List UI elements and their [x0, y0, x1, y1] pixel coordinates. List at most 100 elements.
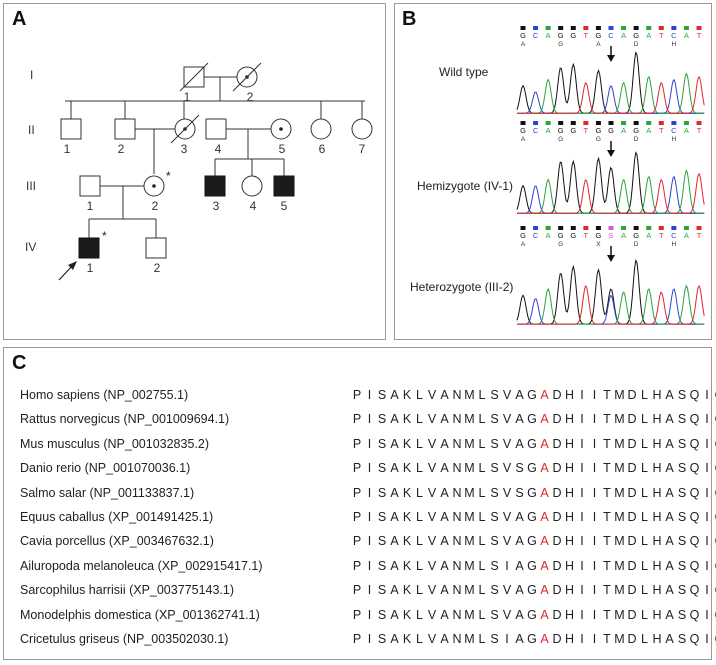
- residue: D: [552, 388, 562, 402]
- residue: Q: [689, 412, 700, 427]
- residue: L: [641, 632, 648, 646]
- residue: Q: [689, 558, 700, 573]
- highlighted-residue: A: [540, 485, 549, 500]
- base-color-bar: [633, 26, 639, 30]
- residue: S: [677, 461, 687, 476]
- residue: A: [440, 412, 449, 427]
- base-letter: G: [608, 126, 614, 135]
- pedigree-id-I-2: 2: [247, 90, 254, 104]
- species-name: Sarcophilus harrisii (XP_003775143.1): [20, 583, 235, 598]
- base-color-bar: [545, 226, 551, 230]
- base-color-bar: [696, 226, 702, 230]
- residue: L: [416, 583, 423, 598]
- residue: V: [502, 485, 512, 500]
- residue: A: [665, 485, 674, 500]
- residue: I: [367, 607, 372, 622]
- residue: G: [527, 485, 537, 500]
- highlighted-residue: A: [540, 607, 549, 622]
- residue: L: [478, 534, 486, 549]
- residue: S: [490, 485, 499, 500]
- base-color-bar: [558, 226, 564, 230]
- species-name: Equus caballus (XP_001491425.1): [20, 510, 214, 524]
- residue: M: [464, 510, 475, 524]
- residue: S: [377, 412, 387, 427]
- residue: A: [440, 461, 449, 476]
- residue: D: [627, 607, 637, 622]
- pedigree-individual-III-2: [143, 175, 165, 197]
- residue: H: [564, 632, 575, 646]
- residue: Q: [689, 485, 700, 500]
- base-letter: G: [633, 231, 639, 240]
- base-color-bar: [633, 226, 639, 230]
- residue: I: [592, 436, 597, 451]
- residue: L: [641, 436, 648, 451]
- base-letter: T: [584, 126, 589, 135]
- chromatogram-trace: [517, 72, 705, 114]
- residue: H: [652, 534, 662, 549]
- residue: V: [502, 583, 512, 598]
- residue: A: [515, 388, 524, 402]
- residue: V: [427, 461, 437, 476]
- residue: S: [677, 607, 687, 622]
- residue: H: [652, 583, 662, 598]
- pedigree-id-III-2: 2: [152, 199, 159, 213]
- residue: I: [367, 583, 372, 598]
- residue: V: [502, 510, 512, 524]
- base-color-bar: [570, 121, 576, 125]
- residue: D: [552, 534, 562, 549]
- residue: D: [627, 534, 637, 549]
- residue: T: [603, 485, 611, 500]
- amino-acid-letter: H: [672, 136, 677, 143]
- residue: P: [352, 412, 362, 427]
- residue: L: [478, 412, 486, 427]
- residue: D: [627, 461, 637, 476]
- residue: L: [641, 558, 648, 573]
- base-letter: A: [546, 126, 551, 135]
- residue: L: [416, 632, 423, 646]
- residue: Q: [689, 583, 700, 598]
- residue: S: [677, 436, 687, 451]
- residue: I: [367, 436, 372, 451]
- chromatogram-trace: [517, 284, 705, 325]
- residue: K: [402, 607, 412, 622]
- generation-label-IV: IV: [25, 240, 36, 254]
- residue: A: [390, 632, 399, 646]
- base-letter: G: [520, 126, 526, 135]
- residue: H: [564, 485, 575, 500]
- residue: A: [515, 510, 524, 524]
- residue: S: [490, 412, 499, 427]
- residue: I: [580, 583, 584, 598]
- residue: H: [564, 558, 575, 573]
- generation-label-II: II: [28, 123, 35, 137]
- species-name: Mus musculus (NP_001032835.2): [20, 436, 209, 451]
- residue: H: [652, 632, 662, 646]
- residue: A: [440, 583, 449, 598]
- residue: A: [665, 583, 674, 598]
- species-name: Rattus norvegicus (NP_001009694.1): [20, 412, 230, 427]
- residue: A: [390, 412, 399, 427]
- residue: I: [367, 412, 372, 427]
- base-letter: C: [533, 126, 539, 135]
- residue: G: [527, 607, 537, 622]
- chromatogram-trace: [516, 258, 705, 325]
- residue: P: [352, 485, 362, 500]
- base-letter: G: [520, 31, 526, 40]
- residue: S: [377, 632, 387, 646]
- residue: L: [641, 607, 648, 622]
- residue: G: [527, 583, 537, 598]
- residue: S: [377, 388, 387, 402]
- residue: I: [592, 510, 597, 524]
- residue: S: [377, 583, 387, 598]
- residue: G: [527, 436, 537, 451]
- residue: N: [452, 558, 462, 573]
- base-letter: T: [697, 231, 702, 240]
- residue: N: [452, 534, 462, 549]
- pedigree-id-II-5: 5: [279, 142, 286, 156]
- asterisk-IV-1: *: [102, 229, 107, 243]
- residue: S: [677, 632, 687, 646]
- residue: Q: [713, 388, 716, 402]
- pedigree-individual-I-1: [179, 62, 209, 92]
- residue: I: [592, 461, 597, 476]
- residue: V: [427, 436, 437, 451]
